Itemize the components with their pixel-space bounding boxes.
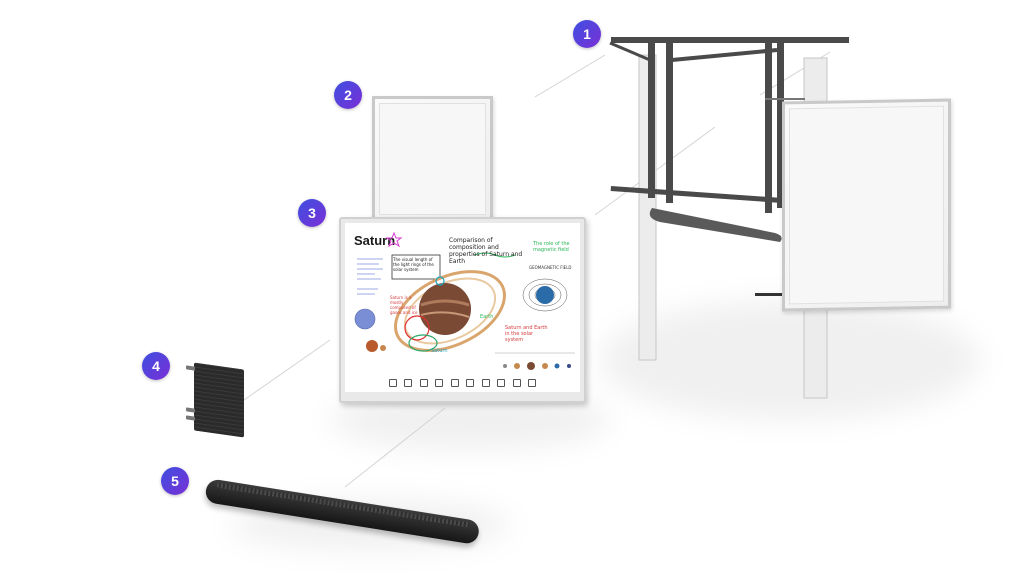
callout-badge-1: 1 — [573, 20, 601, 48]
screen-illustration — [354, 231, 575, 370]
whiteboard-panel-right — [782, 98, 951, 312]
grid-tool-icon — [497, 379, 506, 387]
note-rings: The visual length of the light rings of … — [393, 257, 434, 272]
note-comparison: Saturn and Earth in the solar system — [505, 325, 548, 343]
note-magnetic-field: The role of the magnetic field — [533, 241, 570, 253]
callout-badge-4: 4 — [142, 352, 170, 380]
frame-shadow — [600, 300, 980, 420]
insert-tool-icon — [466, 379, 475, 387]
computer-module — [186, 362, 244, 438]
undo-tool-icon — [435, 379, 444, 387]
screen-title: Saturn — [354, 233, 396, 248]
note-geomagnetic: GEOMAGNETIC FIELD — [529, 265, 572, 270]
note-gas: Saturn is a mostly composed of gases and… — [390, 295, 418, 315]
note-saturn: Saturn — [431, 348, 448, 354]
shape-tool-icon — [481, 379, 490, 387]
whiteboard-panel-left — [372, 96, 493, 222]
eraser-tool-icon — [404, 379, 413, 387]
callout-badge-2: 2 — [334, 81, 362, 109]
pen-tool-icon — [388, 379, 397, 387]
share-tool-icon — [512, 379, 521, 387]
select-tool-icon — [419, 379, 428, 387]
callout-badge-5: 5 — [161, 467, 189, 495]
interactive-display: Saturn — [339, 217, 586, 403]
redo-tool-icon — [450, 379, 459, 387]
display-screen: Saturn — [345, 223, 580, 392]
note-composition: Comparison of composition and properties… — [449, 237, 523, 265]
screen-toolbar — [385, 376, 540, 390]
menu-tool-icon — [528, 379, 537, 387]
callout-badge-3: 3 — [298, 199, 326, 227]
note-earth: Earth — [480, 314, 494, 320]
